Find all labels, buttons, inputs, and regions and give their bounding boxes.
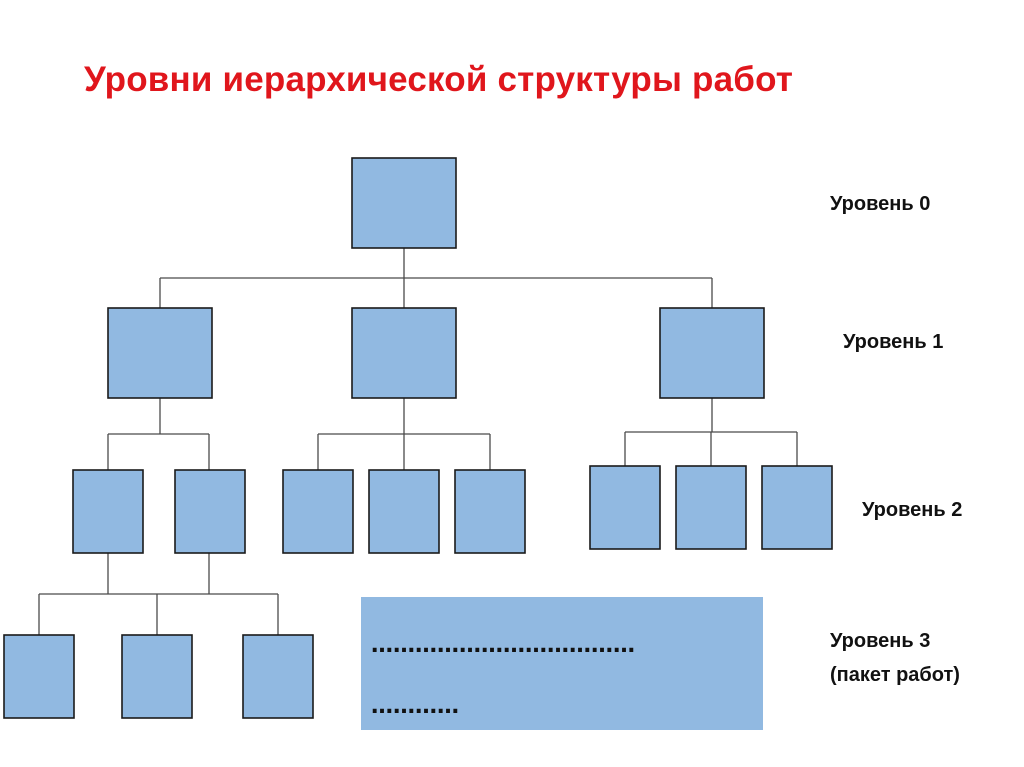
wbs-node-level-3 (3, 634, 75, 719)
work-package-dots-line-1: ……………………………… (371, 633, 635, 658)
wbs-node-level-2 (675, 465, 747, 550)
wbs-node-level-2 (368, 469, 440, 554)
wbs-node-level-1 (659, 307, 765, 399)
wbs-node-level-3 (121, 634, 193, 719)
connectors-level-0-1 (159, 248, 713, 308)
wbs-node-level-3 (242, 634, 314, 719)
wbs-node-level-2 (174, 469, 246, 554)
wbs-node-level-1 (351, 307, 457, 399)
slide-title: Уровни иерархической структуры работ (84, 60, 794, 99)
wbs-node-level-2 (282, 469, 354, 554)
level-0-label: Уровень 0 (830, 193, 931, 215)
level-3-label-group: Уровень 3 (пакет работ) (830, 624, 960, 692)
level-3-label: Уровень 3 (830, 630, 931, 652)
connectors-level-1-2 (107, 398, 798, 470)
wbs-node-level-2 (761, 465, 833, 550)
level-2-label: Уровень 2 (862, 499, 963, 521)
work-package-box (361, 597, 763, 730)
wbs-node-level-2 (589, 465, 661, 550)
level-1-label: Уровень 1 (843, 331, 944, 353)
wbs-node-level-0 (351, 157, 457, 249)
work-package-dots-line-2: ………… (371, 694, 459, 719)
wbs-node-level-2 (454, 469, 526, 554)
wbs-node-level-2 (72, 469, 144, 554)
level-3-sublabel: (пакет работ) (830, 664, 960, 686)
connectors-level-2-3 (38, 553, 279, 635)
wbs-node-level-1 (107, 307, 213, 399)
